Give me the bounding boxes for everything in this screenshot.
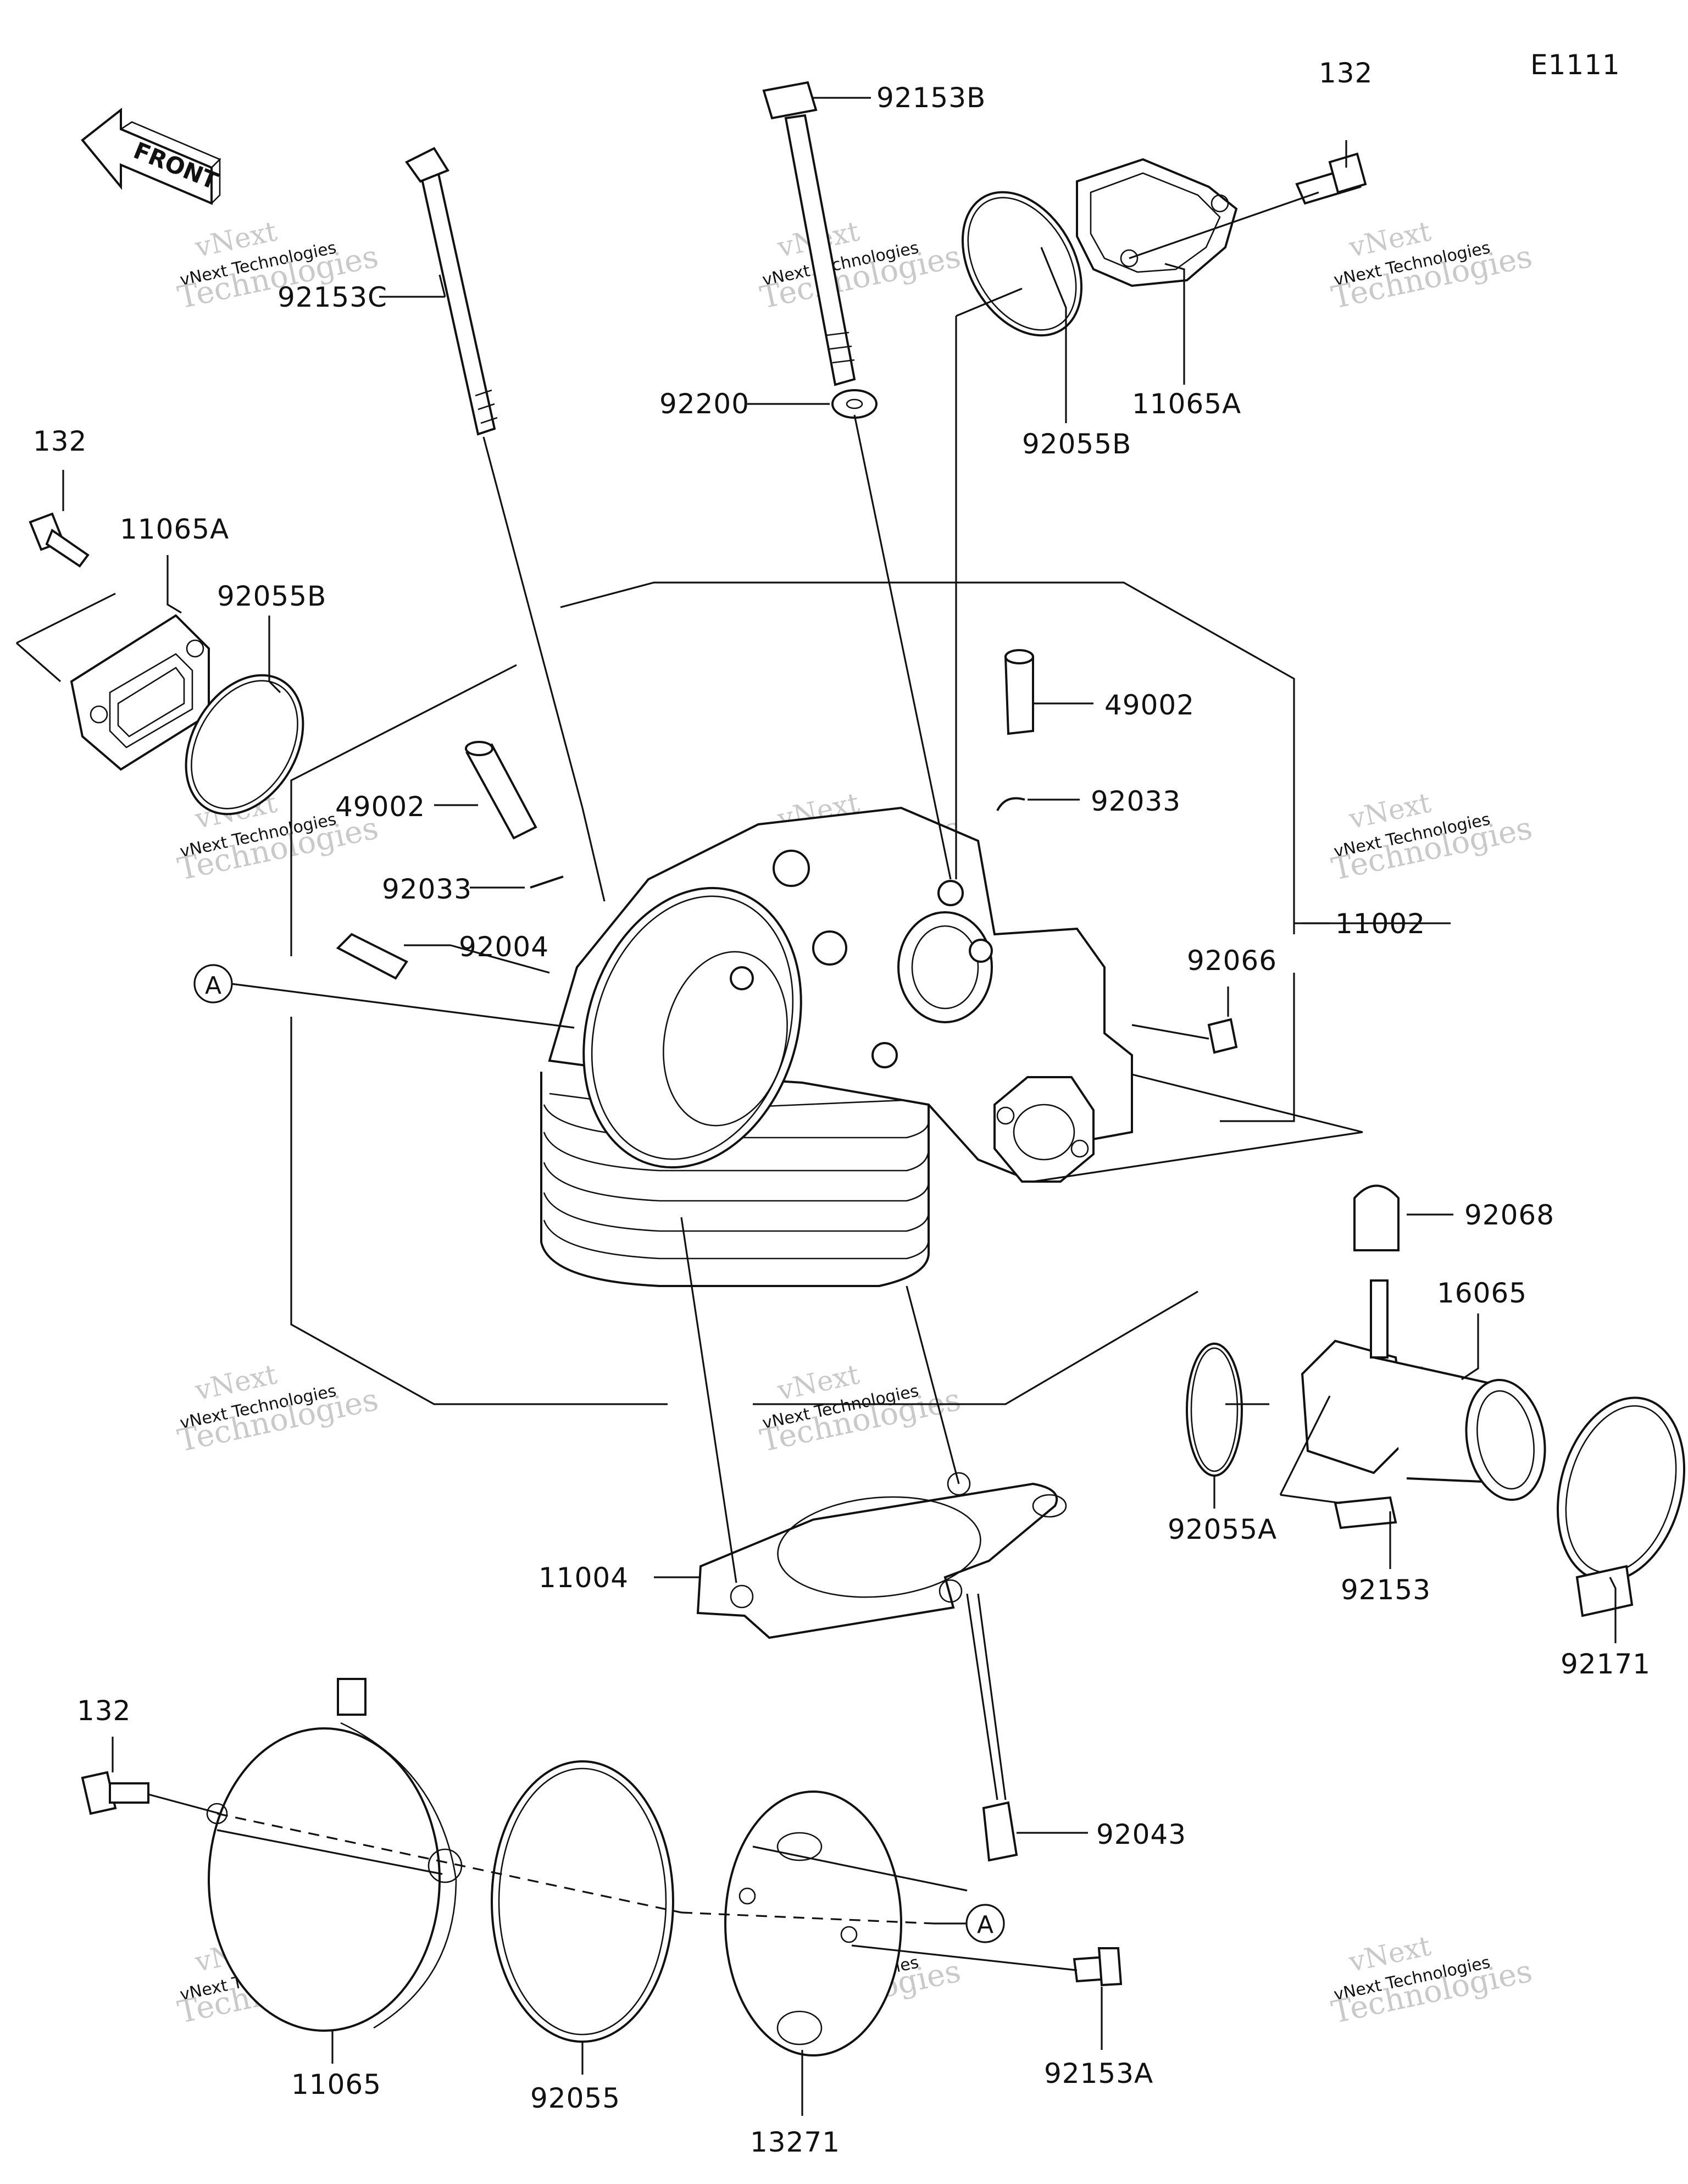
o-ring-92055: [491, 1760, 674, 2043]
valve-guide-49002-left: [465, 741, 537, 840]
label-92055B-left: 92055B: [217, 580, 326, 612]
label-132-bottom: 132: [77, 1695, 131, 1727]
label-92171: 92171: [1561, 1648, 1651, 1680]
dowel-92066: [1207, 1018, 1238, 1054]
label-11065: 11065: [291, 2069, 381, 2100]
circlip-92033-left: [530, 875, 564, 889]
dowel-92043: [982, 1801, 1018, 1862]
cap-92068: [1353, 1184, 1400, 1251]
valve-guide-49002-right: [1004, 649, 1034, 735]
label-92153A: 92153A: [1044, 2058, 1153, 2089]
bolt-132-left: [29, 512, 90, 568]
washer-92200: [831, 389, 878, 419]
label-92033-left: 92033: [382, 873, 472, 905]
label-11065A-top: 11065A: [1132, 388, 1241, 420]
svg-text:A: A: [977, 1911, 993, 1939]
watermark: vNext vNext Technologies Technologies: [757, 1359, 964, 1459]
label-92068: 92068: [1464, 1199, 1554, 1231]
watermark: vNext vNext Technologies Technologies: [757, 215, 964, 316]
part-labels: 92153B 132 92153C 92200 92055B 11065A 13…: [33, 57, 1651, 2158]
label-92033-right: 92033: [1091, 785, 1181, 817]
label-132-top: 132: [1319, 57, 1373, 89]
assembly-outline: [290, 581, 1451, 1405]
stud-92004: [336, 933, 408, 980]
watermark: vNext vNext Technologies Technologies: [1329, 215, 1535, 316]
o-ring-92055A: [1186, 1343, 1243, 1477]
bolt-92153B: [762, 81, 856, 386]
diagram-code: E1111: [1530, 49, 1620, 81]
bolt-132-bottom: [81, 1771, 149, 1815]
label-132-left: 132: [33, 425, 87, 457]
label-49002-right: 49002: [1104, 689, 1195, 721]
label-92004: 92004: [459, 931, 549, 963]
label-92153B: 92153B: [876, 82, 986, 114]
intake-pipe-16065: [1301, 1279, 1546, 1501]
label-13271: 13271: [750, 2126, 840, 2158]
label-92055B-top: 92055B: [1022, 428, 1131, 460]
svg-text:A: A: [205, 972, 221, 1000]
leader-lines: [15, 97, 1617, 2116]
label-11002: 11002: [1335, 908, 1425, 940]
cylinder-head: [540, 806, 1133, 1287]
label-92055A: 92055A: [1168, 1514, 1277, 1545]
label-16065: 16065: [1437, 1277, 1527, 1309]
watermark: vNext vNext Technologies Technologies: [1329, 787, 1535, 888]
label-92043: 92043: [1096, 1819, 1186, 1850]
reference-marker-a-bottom: A: [965, 1904, 1005, 1943]
stud-92153C: [405, 147, 498, 436]
label-11065A-left: 11065A: [120, 513, 229, 545]
label-92066: 92066: [1187, 945, 1277, 977]
bolt-92153A: [1073, 1947, 1123, 1987]
label-49002-left: 49002: [335, 791, 425, 823]
round-cover-11065: [206, 1678, 463, 2032]
bolt-92153: [1334, 1496, 1397, 1529]
cover-13271: [724, 1791, 902, 2056]
circlip-92033-right: [996, 797, 1025, 811]
clamp-92171: [1556, 1396, 1686, 1617]
label-11004: 11004: [538, 1562, 629, 1594]
reference-marker-a-left: A: [193, 964, 233, 1004]
head-gasket-11004: [696, 1472, 1067, 1639]
label-92200: 92200: [659, 388, 749, 420]
tappet-cover-right: [1076, 158, 1238, 287]
watermark: vNext vNext Technologies Technologies: [1329, 1930, 1535, 2031]
label-92055: 92055: [530, 2082, 620, 2114]
label-92153: 92153: [1341, 1574, 1431, 1606]
label-92153C: 92153C: [277, 281, 387, 313]
front-direction-arrow: FRONT: [81, 107, 222, 206]
o-ring-92055B-top: [961, 191, 1083, 337]
o-ring-92055B-left: [185, 674, 304, 816]
